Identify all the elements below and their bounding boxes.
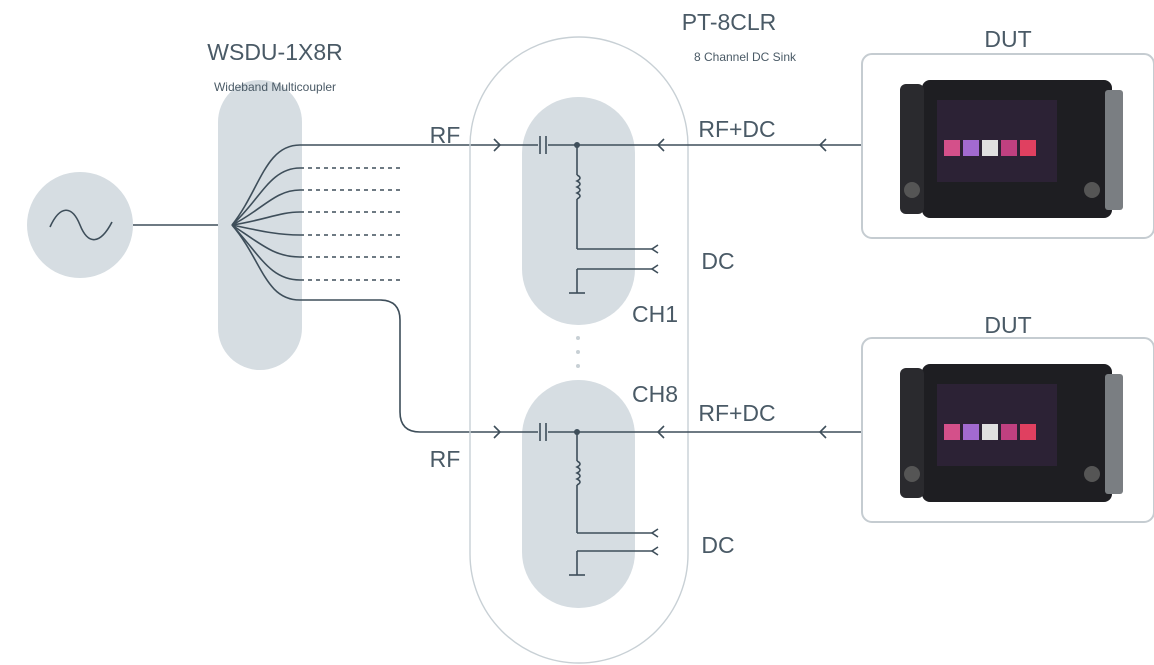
channel-1-body bbox=[522, 97, 635, 325]
ch8-label: CH8 bbox=[632, 381, 678, 407]
rf-label-bottom: RF bbox=[430, 446, 461, 472]
inductor-icon bbox=[575, 460, 581, 486]
dut-1-label: DUT bbox=[984, 26, 1031, 52]
splitter-fanout bbox=[231, 144, 301, 301]
sine-wave-icon bbox=[49, 209, 113, 241]
ch1-label: CH1 bbox=[632, 301, 678, 327]
channel-8-body bbox=[522, 380, 635, 608]
dc-sink-subtitle: 8 Channel DC Sink bbox=[694, 50, 797, 64]
dut-1: DUT bbox=[861, 26, 1154, 239]
dut-2: DUT bbox=[861, 312, 1154, 523]
multicoupler-body bbox=[218, 80, 302, 370]
channel-8-circuit bbox=[493, 423, 665, 576]
head-unit-image bbox=[900, 80, 1123, 218]
head-unit-image bbox=[900, 364, 1123, 502]
inductor-icon bbox=[575, 174, 581, 200]
dut-2-label: DUT bbox=[984, 312, 1031, 338]
channel-ellipsis bbox=[576, 336, 580, 368]
rfdc-label-top: RF+DC bbox=[698, 116, 775, 142]
dc-label-top: DC bbox=[701, 248, 734, 274]
channel-1-circuit bbox=[493, 136, 665, 294]
dc-sink: PT-8CLR 8 Channel DC Sink CH1 CH8 bbox=[469, 9, 797, 664]
rfdc-label-bottom: RF+DC bbox=[698, 400, 775, 426]
unused-outputs bbox=[300, 167, 400, 281]
multicoupler-subtitle: Wideband Multicoupler bbox=[214, 80, 336, 94]
multicoupler-title: WSDU-1X8R bbox=[207, 39, 342, 65]
rf-line-ch8 bbox=[300, 299, 500, 433]
dc-label-bottom: DC bbox=[701, 532, 734, 558]
rf-label-top: RF bbox=[430, 122, 461, 148]
multicoupler: WSDU-1X8R Wideband Multicoupler bbox=[207, 39, 343, 370]
dc-sink-outline bbox=[469, 36, 689, 664]
dc-sink-title: PT-8CLR bbox=[682, 9, 777, 35]
signal-source bbox=[27, 172, 133, 278]
